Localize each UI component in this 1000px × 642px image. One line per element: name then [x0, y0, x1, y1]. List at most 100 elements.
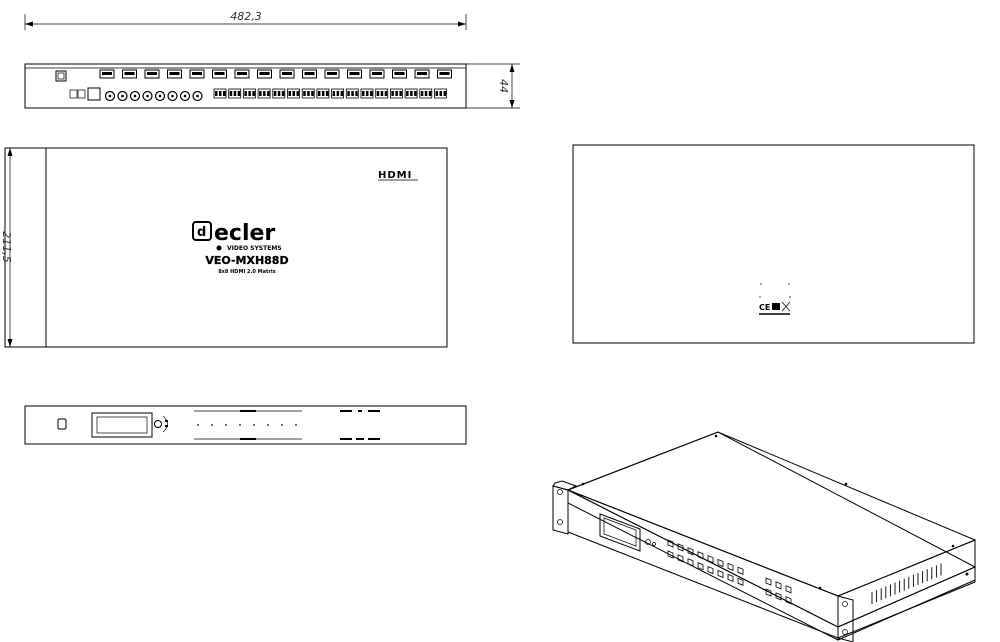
terminal-block-icon — [301, 88, 315, 99]
hdmi-port-icon — [144, 67, 160, 79]
rack-ear-left — [552, 485, 569, 535]
hdmi-port-row — [99, 67, 452, 79]
front-button-icon — [267, 424, 269, 426]
iso-button-icon — [765, 577, 772, 586]
hdmi-port-icon — [212, 67, 227, 79]
terminal-block-icon — [316, 88, 330, 99]
terminal-block-icon — [389, 88, 403, 99]
hdmi-port-icon — [122, 67, 137, 79]
iso-button-icon — [717, 569, 724, 579]
front-button-icon — [295, 424, 297, 426]
top-view: 211,5 HDMI d ecler VIDEO SYSTEMS VEO-MXH… — [0, 147, 448, 348]
terminal-block — [69, 89, 78, 99]
audio-jack-icon — [117, 90, 128, 102]
hdmi-port-icon — [347, 67, 362, 79]
terminal-block-row — [213, 88, 447, 99]
hdmi-port-icon — [324, 67, 340, 79]
model-subtitle: 8x8 HDMI 2.0 Matrix — [218, 269, 276, 275]
depth-dimension: 211,5 — [0, 231, 13, 263]
compliance-label: CE — [759, 283, 791, 315]
hdmi-port-icon — [257, 67, 272, 79]
iso-button-grid — [667, 539, 792, 605]
iso-button-icon — [785, 596, 792, 605]
button-row-inputs — [197, 424, 297, 426]
iso-button-icon — [667, 539, 674, 548]
terminal-block-icon — [360, 88, 374, 99]
iso-button-icon — [697, 551, 704, 560]
iso-button-icon — [765, 588, 772, 597]
front-button-icon — [281, 424, 283, 426]
ethernet-port — [87, 87, 101, 101]
encoder-knob-icon — [154, 420, 162, 428]
ecler-logo-icon: d ecler VIDEO SYSTEMS — [192, 221, 282, 252]
iso-button-icon — [785, 585, 792, 594]
rear-view: 482,3 44 — [24, 10, 520, 109]
audio-jack-icon — [192, 90, 203, 102]
terminal-block-icon — [434, 88, 447, 99]
ce-mark-icon: CE — [759, 303, 770, 312]
terminal-block-icon — [404, 88, 418, 99]
front-button-icon — [239, 424, 241, 426]
terminal-block-icon — [242, 88, 256, 99]
terminal-block-icon — [257, 88, 271, 99]
brand-subtitle: VIDEO SYSTEMS — [227, 245, 282, 252]
terminal-block-icon — [287, 88, 300, 99]
height-dimension: 44 — [497, 79, 510, 93]
terminal-block-icon — [345, 88, 359, 99]
hdmi-port-icon — [99, 67, 115, 79]
terminal-block-icon — [331, 88, 345, 99]
lcd-display — [91, 412, 153, 438]
iso-button-icon — [707, 555, 714, 564]
iso-button-icon — [707, 566, 714, 575]
iso-button-icon — [727, 562, 734, 571]
terminal-block-icon — [228, 88, 242, 99]
audio-jack-icon — [104, 90, 116, 102]
hdmi-port-icon — [392, 67, 407, 79]
bottom-view: CE — [572, 144, 975, 344]
terminal-block-icon — [213, 88, 227, 99]
iso-encoder-knob-icon — [645, 539, 651, 545]
svg-text:d: d — [197, 225, 206, 240]
hdmi-port-icon — [189, 67, 205, 79]
hdmi-port-icon — [437, 67, 452, 79]
iso-ventilation-slots — [871, 563, 942, 604]
hdmi-port-icon — [414, 67, 430, 79]
iso-button-icon — [775, 581, 782, 590]
hdmi-logo: HDMI — [378, 170, 412, 181]
svg-text:CE: CE — [759, 303, 770, 312]
front-button-icon — [253, 424, 255, 426]
iso-button-icon — [727, 573, 734, 582]
power-button — [57, 418, 67, 430]
hdmi-port-icon — [279, 67, 295, 79]
iso-button-icon — [687, 547, 694, 556]
audio-jack-icon — [129, 90, 141, 102]
iso-button-icon — [687, 558, 694, 567]
hdmi-port-icon — [167, 67, 182, 79]
width-dimension: 482,3 — [230, 10, 262, 23]
audio-jack-icon — [167, 90, 178, 102]
iso-button-icon — [667, 550, 674, 559]
iso-button-icon — [717, 558, 724, 568]
front-button-icon — [197, 424, 199, 426]
terminal-block-icon — [272, 88, 286, 99]
rating-plate-icon — [772, 303, 780, 310]
audio-jack-icon — [154, 90, 166, 102]
hdmi-port-icon — [369, 67, 385, 79]
iso-button-icon — [737, 577, 744, 586]
iso-button-icon — [737, 566, 744, 575]
power-connector — [55, 70, 67, 82]
audio-jack-icon — [142, 90, 153, 102]
iso-lcd-display — [599, 513, 641, 552]
weee-bin-icon — [781, 301, 791, 312]
terminal-block-icon — [419, 88, 433, 99]
isometric-view — [552, 431, 977, 642]
terminal-block-icon — [375, 88, 389, 99]
iso-button-icon — [677, 543, 684, 552]
front-button-icon — [225, 424, 227, 426]
iso-button-icon — [775, 592, 782, 601]
iso-button-icon — [677, 554, 684, 563]
front-view — [24, 405, 467, 445]
audio-jack-row — [104, 90, 203, 102]
hdmi-port-icon — [234, 67, 250, 79]
